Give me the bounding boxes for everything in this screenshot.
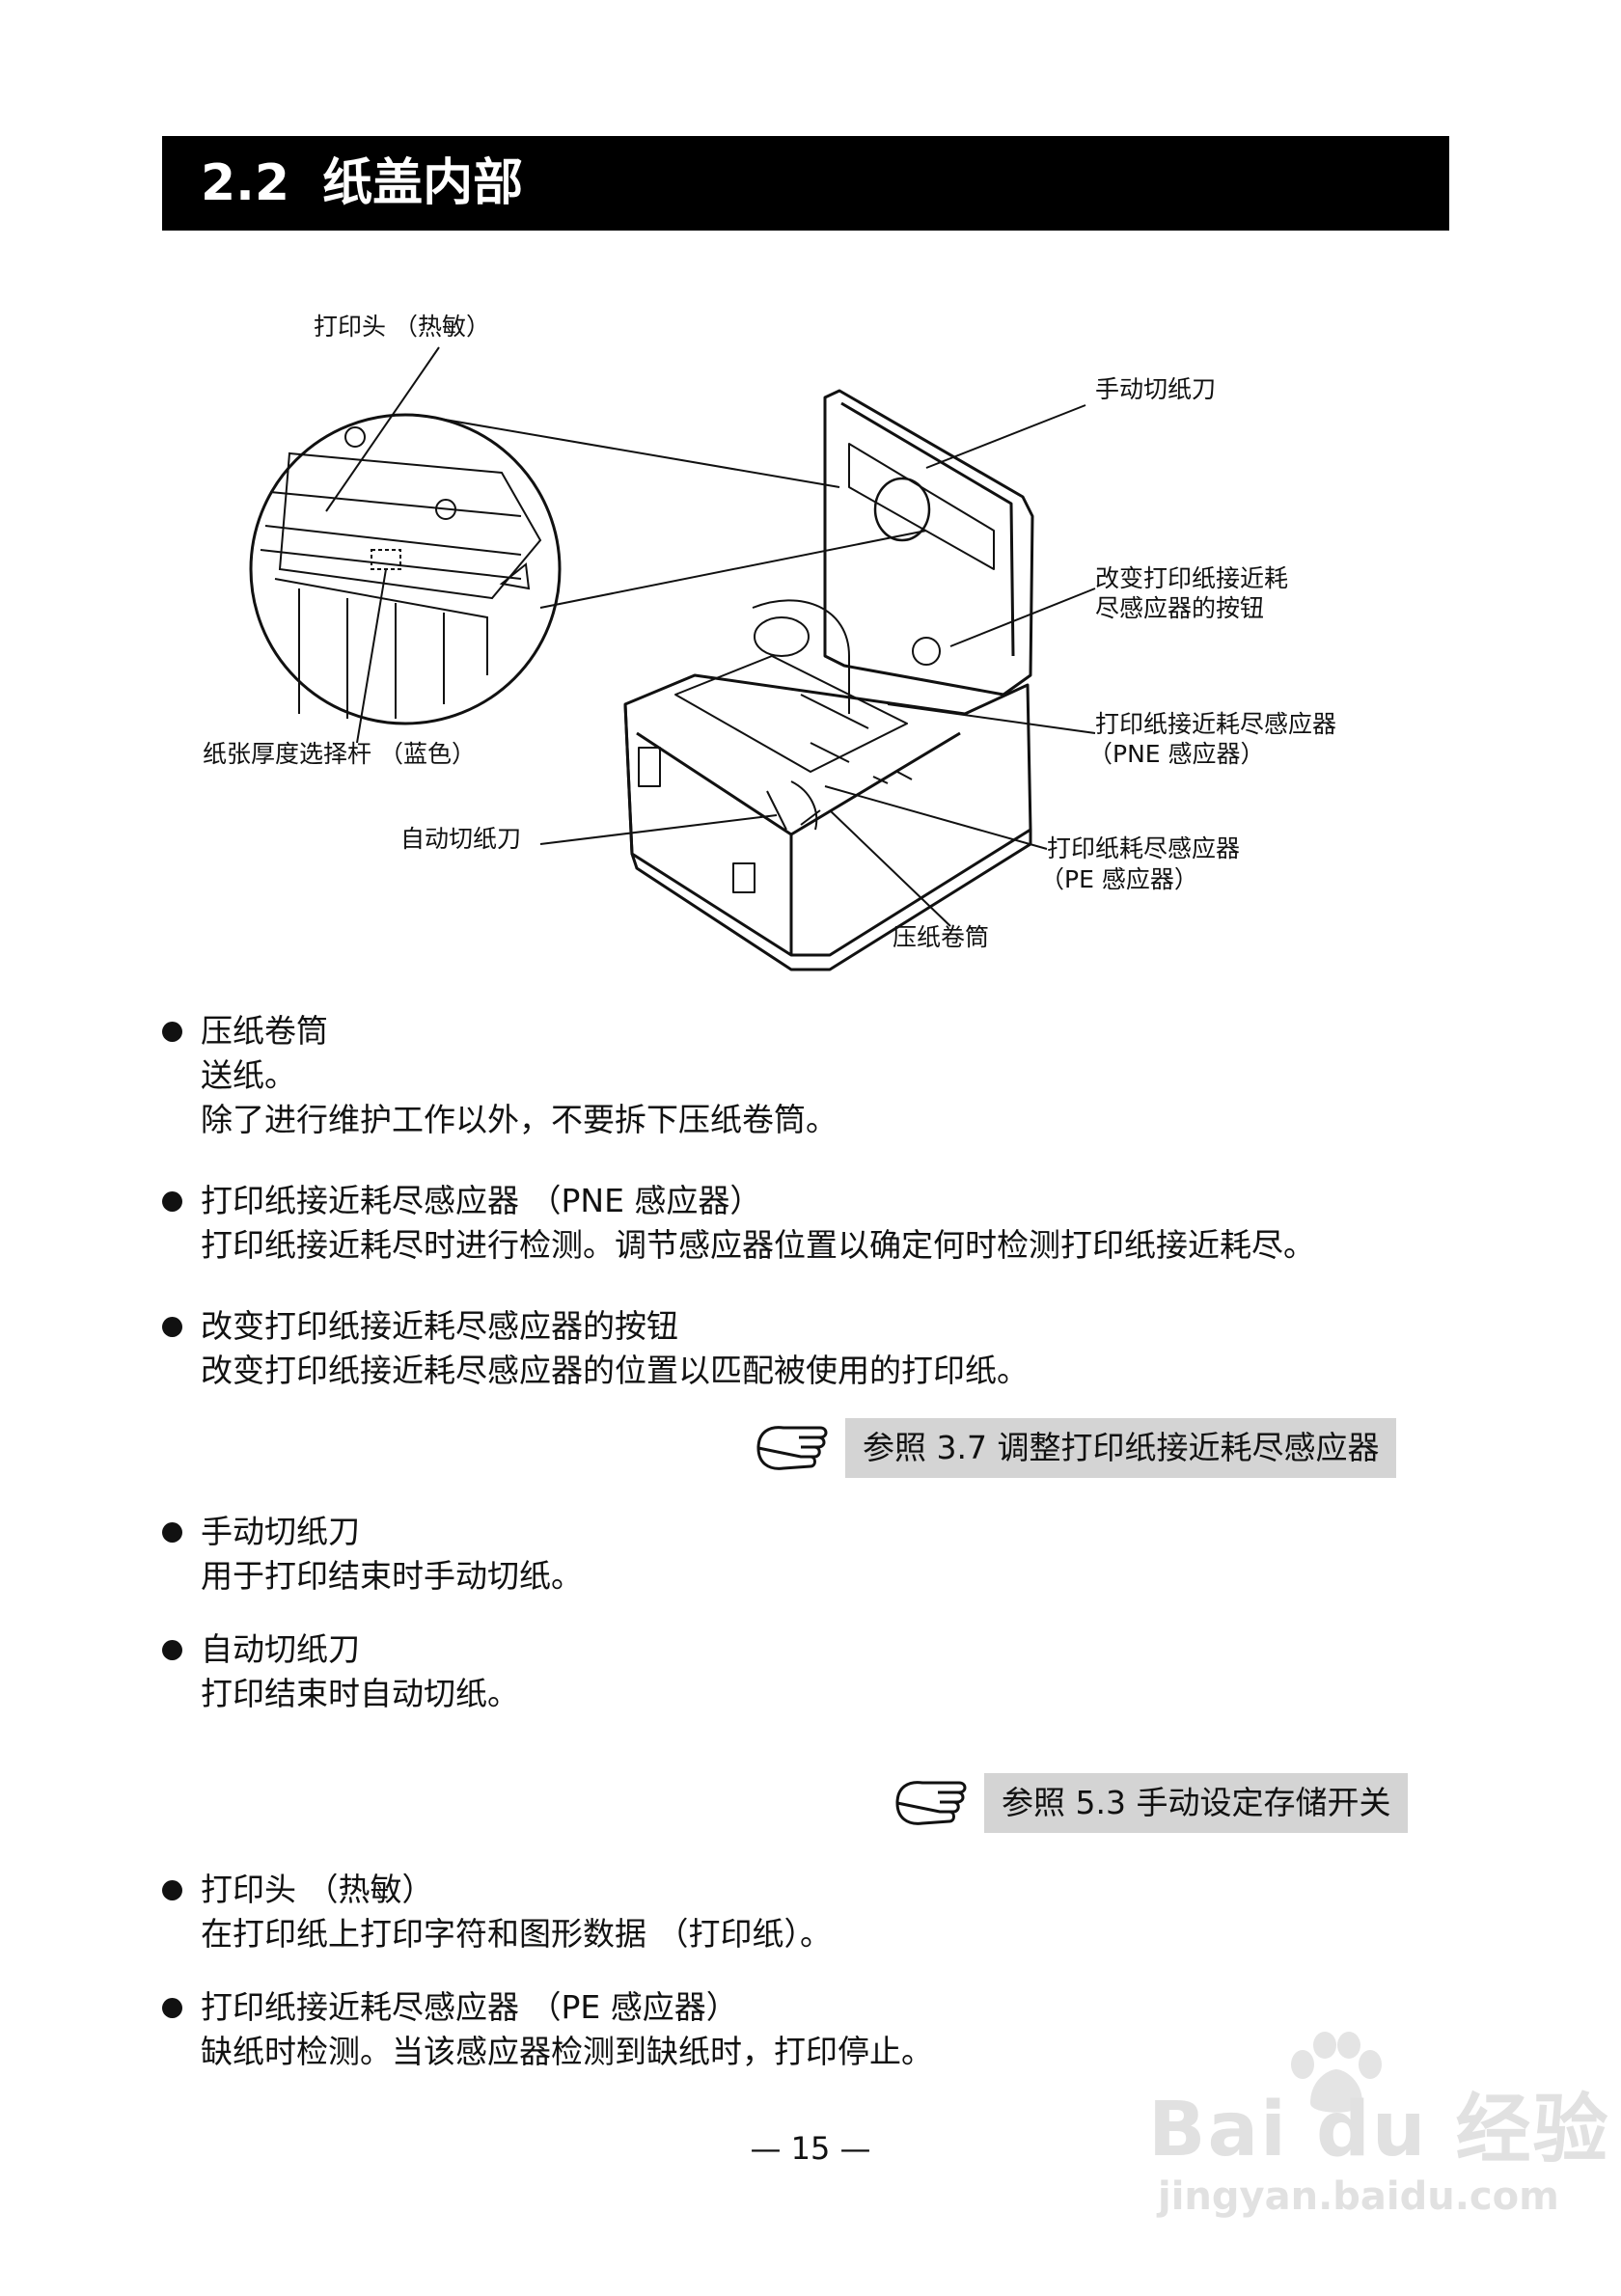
printer-diagram: 打印头 （热敏） 手动切纸刀 改变打印纸接近耗 尽感应器的按钮 打印纸接近耗尽感… — [203, 313, 1336, 971]
callout-thickness-lever: 纸张厚度选择杆 （蓝色） — [203, 740, 476, 768]
item-heading: 打印头 （热敏） — [201, 1871, 434, 1908]
item-group-1: 压纸卷筒 送纸。 除了进行维护工作以外，不要拆下压纸卷筒。 打印纸接近耗尽感应器… — [162, 1009, 1455, 1393]
callout-pe-sensor-line2: （PE 感应器） — [1040, 865, 1198, 893]
page-number: — 15 — — [750, 2130, 871, 2167]
reference-text: 参照 3.7 调整打印纸接近耗尽感应器 — [845, 1418, 1397, 1478]
bullet-icon — [162, 1191, 182, 1212]
reference-link[interactable]: 参照 5.3 手动设定存储开关 — [890, 1773, 1409, 1833]
bullet-icon — [162, 1022, 182, 1042]
item-heading: 手动切纸刀 — [201, 1513, 360, 1550]
item-description: 送纸。 — [201, 1056, 296, 1094]
callout-auto-cutter: 自动切纸刀 — [400, 825, 521, 853]
item-heading: 打印纸接近耗尽感应器 （PE 感应器） — [201, 1988, 738, 2026]
watermark-main: Bai du 经验 — [1148, 2087, 1610, 2173]
list-item: 压纸卷筒 送纸。 除了进行维护工作以外，不要拆下压纸卷筒。 — [162, 1009, 1455, 1142]
printer-illustration — [623, 389, 1034, 971]
bullet-icon — [162, 1998, 182, 2018]
baidu-paw-logo-icon — [1291, 2032, 1382, 2113]
reference-link[interactable]: 参照 3.7 调整打印纸接近耗尽感应器 — [751, 1418, 1397, 1478]
callout-pne-sensor-line1: 打印纸接近耗尽感应器 — [1095, 710, 1336, 738]
item-description: 改变打印纸接近耗尽感应器的位置以匹配被使用的打印纸。 — [201, 1352, 1029, 1389]
item-description: 打印结束时自动切纸。 — [201, 1675, 519, 1712]
item-group-2: 手动切纸刀 用于打印结束时手动切纸。 自动切纸刀 打印结束时自动切纸。 — [162, 1510, 1455, 1716]
section-title: 纸盖内部 — [322, 154, 524, 212]
bullet-icon — [162, 1640, 182, 1660]
item-description: 在打印纸上打印字符和图形数据 （打印纸）。 — [201, 1915, 832, 1953]
item-heading: 自动切纸刀 — [201, 1630, 360, 1668]
watermark-url: jingyan.baidu.com — [1158, 2174, 1559, 2219]
list-item: 打印头 （热敏） 在打印纸上打印字符和图形数据 （打印纸）。 — [162, 1868, 1455, 1956]
item-description: 用于打印结束时手动切纸。 — [201, 1557, 583, 1595]
item-description: 打印纸接近耗尽时进行检测。调节感应器位置以确定何时检测打印纸接近耗尽。 — [201, 1226, 1315, 1264]
callout-pne-sensor-line2: （PNE 感应器） — [1088, 740, 1265, 768]
callout-print-head: 打印头 （热敏） — [314, 313, 490, 341]
section-title-bar: 2.2 纸盖内部 — [162, 136, 1449, 231]
section-number: 2.2 — [201, 154, 290, 212]
leader-lines — [325, 346, 1096, 927]
callout-manual-cutter: 手动切纸刀 — [1095, 375, 1216, 403]
list-item: 自动切纸刀 打印结束时自动切纸。 — [162, 1627, 1455, 1716]
item-description: 除了进行维护工作以外，不要拆下压纸卷筒。 — [201, 1101, 838, 1138]
list-item: 改变打印纸接近耗尽感应器的按钮 改变打印纸接近耗尽感应器的位置以匹配被使用的打印… — [162, 1304, 1455, 1393]
list-item: 打印纸接近耗尽感应器 （PNE 感应器） 打印纸接近耗尽时进行检测。调节感应器位… — [162, 1179, 1455, 1268]
bullet-icon — [162, 1522, 182, 1543]
pointing-hand-icon — [756, 1426, 828, 1470]
reference-text: 参照 5.3 手动设定存储开关 — [984, 1773, 1409, 1833]
bullet-icon — [162, 1317, 182, 1337]
callout-pne-button-line1: 改变打印纸接近耗 — [1095, 564, 1288, 592]
item-heading: 打印纸接近耗尽感应器 （PNE 感应器） — [201, 1182, 762, 1219]
list-item: 手动切纸刀 用于打印结束时手动切纸。 — [162, 1510, 1455, 1599]
item-heading: 压纸卷筒 — [201, 1012, 328, 1050]
callout-platen: 压纸卷筒 — [893, 923, 989, 951]
callout-pe-sensor-line1: 打印纸耗尽感应器 — [1047, 834, 1240, 862]
bullet-icon — [162, 1880, 182, 1900]
item-heading: 改变打印纸接近耗尽感应器的按钮 — [201, 1307, 678, 1345]
zoom-detail-circle — [249, 413, 562, 725]
item-group-3: 打印头 （热敏） 在打印纸上打印字符和图形数据 （打印纸）。 打印纸接近耗尽感应… — [162, 1868, 1455, 2074]
callout-pne-button-line2: 尽感应器的按钮 — [1095, 594, 1264, 622]
list-item: 打印纸接近耗尽感应器 （PE 感应器） 缺纸时检测。当该感应器检测到缺纸时，打印… — [162, 1985, 1455, 2074]
pointing-hand-icon — [895, 1781, 967, 1825]
item-description: 缺纸时检测。当该感应器检测到缺纸时，打印停止。 — [201, 2033, 933, 2070]
